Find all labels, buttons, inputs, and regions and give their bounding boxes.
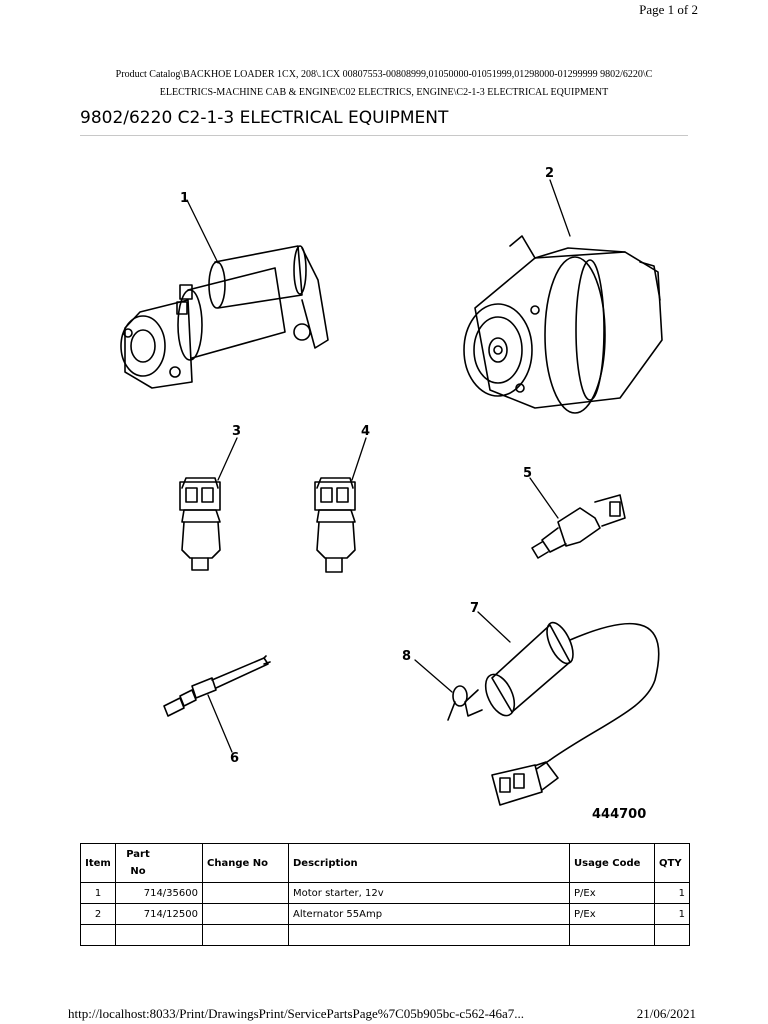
breadcrumb-line-1: Product Catalog\BACKHOE LOADER 1CX, 208\… [115,69,653,80]
callout-8: 8 [402,649,411,664]
breadcrumb-line-2: ELECTRICS-MACHINE CAB & ENGINE\C02 ELECT… [159,87,609,98]
glow-plug-drawing [163,655,271,717]
cell-usage-code: P/Ex [569,882,655,904]
breadcrumb: Product Catalog\BACKHOE LOADER 1CX, 208\… [80,66,688,102]
cell-part-no: 714/12500 [115,903,203,925]
callout-4: 4 [361,424,370,439]
title-divider [80,135,688,136]
drawing-number: 444700 [592,807,646,822]
cell-change-no [202,924,289,946]
cell-description: Alternator 55Amp [288,903,570,925]
cell-description: Motor starter, 12v [288,882,570,904]
pressure-switch-4-drawing [314,477,356,573]
parts-table: Item Part No Change No Description Usage… [80,843,690,946]
callout-leader-1 [186,199,219,264]
cell-item: 2 [80,903,116,925]
callout-1: 1 [180,191,189,206]
header-part-no: Part No [115,843,203,883]
cell-qty: 1 [654,903,690,925]
cell-qty: 1 [654,882,690,904]
cell-description [288,924,570,946]
cell-usage-code [569,924,655,946]
footer-url: http://localhost:8033/Print/DrawingsPrin… [68,1006,525,1021]
callout-leader-2 [549,179,571,237]
temperature-sender-drawing [531,494,626,559]
callout-3: 3 [232,424,241,439]
page-title: 9802/6220 C2-1-3 ELECTRICAL EQUIPMENT [80,108,449,128]
table-header-row: Item Part No Change No Description Usage… [80,843,690,883]
stop-solenoid-drawing [447,621,660,806]
callout-5: 5 [523,466,532,481]
parts-diagram: 1 2 3 4 5 6 7 8 444700 [120,166,663,822]
callout-leader-6 [207,694,233,753]
cell-part-no: 714/35600 [115,882,203,904]
cell-change-no [202,882,289,904]
cell-item [80,924,116,946]
alternator-drawing [463,235,663,414]
header-usage-code: Usage Code [569,843,655,883]
header-description: Description [288,843,570,883]
header-part-line-1: Part [126,849,150,860]
callout-leader-3 [217,437,238,481]
starter-motor-drawing [120,245,329,389]
header-item: Item [80,843,116,883]
footer-date: 21/06/2021 [636,1006,696,1021]
header-qty: QTY [654,843,690,883]
table-row: 2 714/12500 Alternator 55Amp P/Ex 1 [80,903,690,925]
callout-6: 6 [230,751,239,766]
pressure-switch-3-drawing [179,477,221,571]
header-part-line-2: No [130,866,146,877]
cell-change-no [202,903,289,925]
callout-7: 7 [470,601,479,616]
callout-2: 2 [545,166,554,181]
page-indicator: Page 1 of 2 [639,2,698,17]
header-change-no: Change No [202,843,289,883]
callout-leader-4 [351,437,367,481]
cell-qty [654,924,690,946]
table-row [80,924,690,946]
callout-leader-7 [477,611,511,643]
table-row: 1 714/35600 Motor starter, 12v P/Ex 1 [80,882,690,904]
cell-usage-code: P/Ex [569,903,655,925]
cell-item: 1 [80,882,116,904]
cell-part-no [115,924,203,946]
callout-leader-5 [529,477,559,519]
callout-leader-8 [414,659,453,693]
